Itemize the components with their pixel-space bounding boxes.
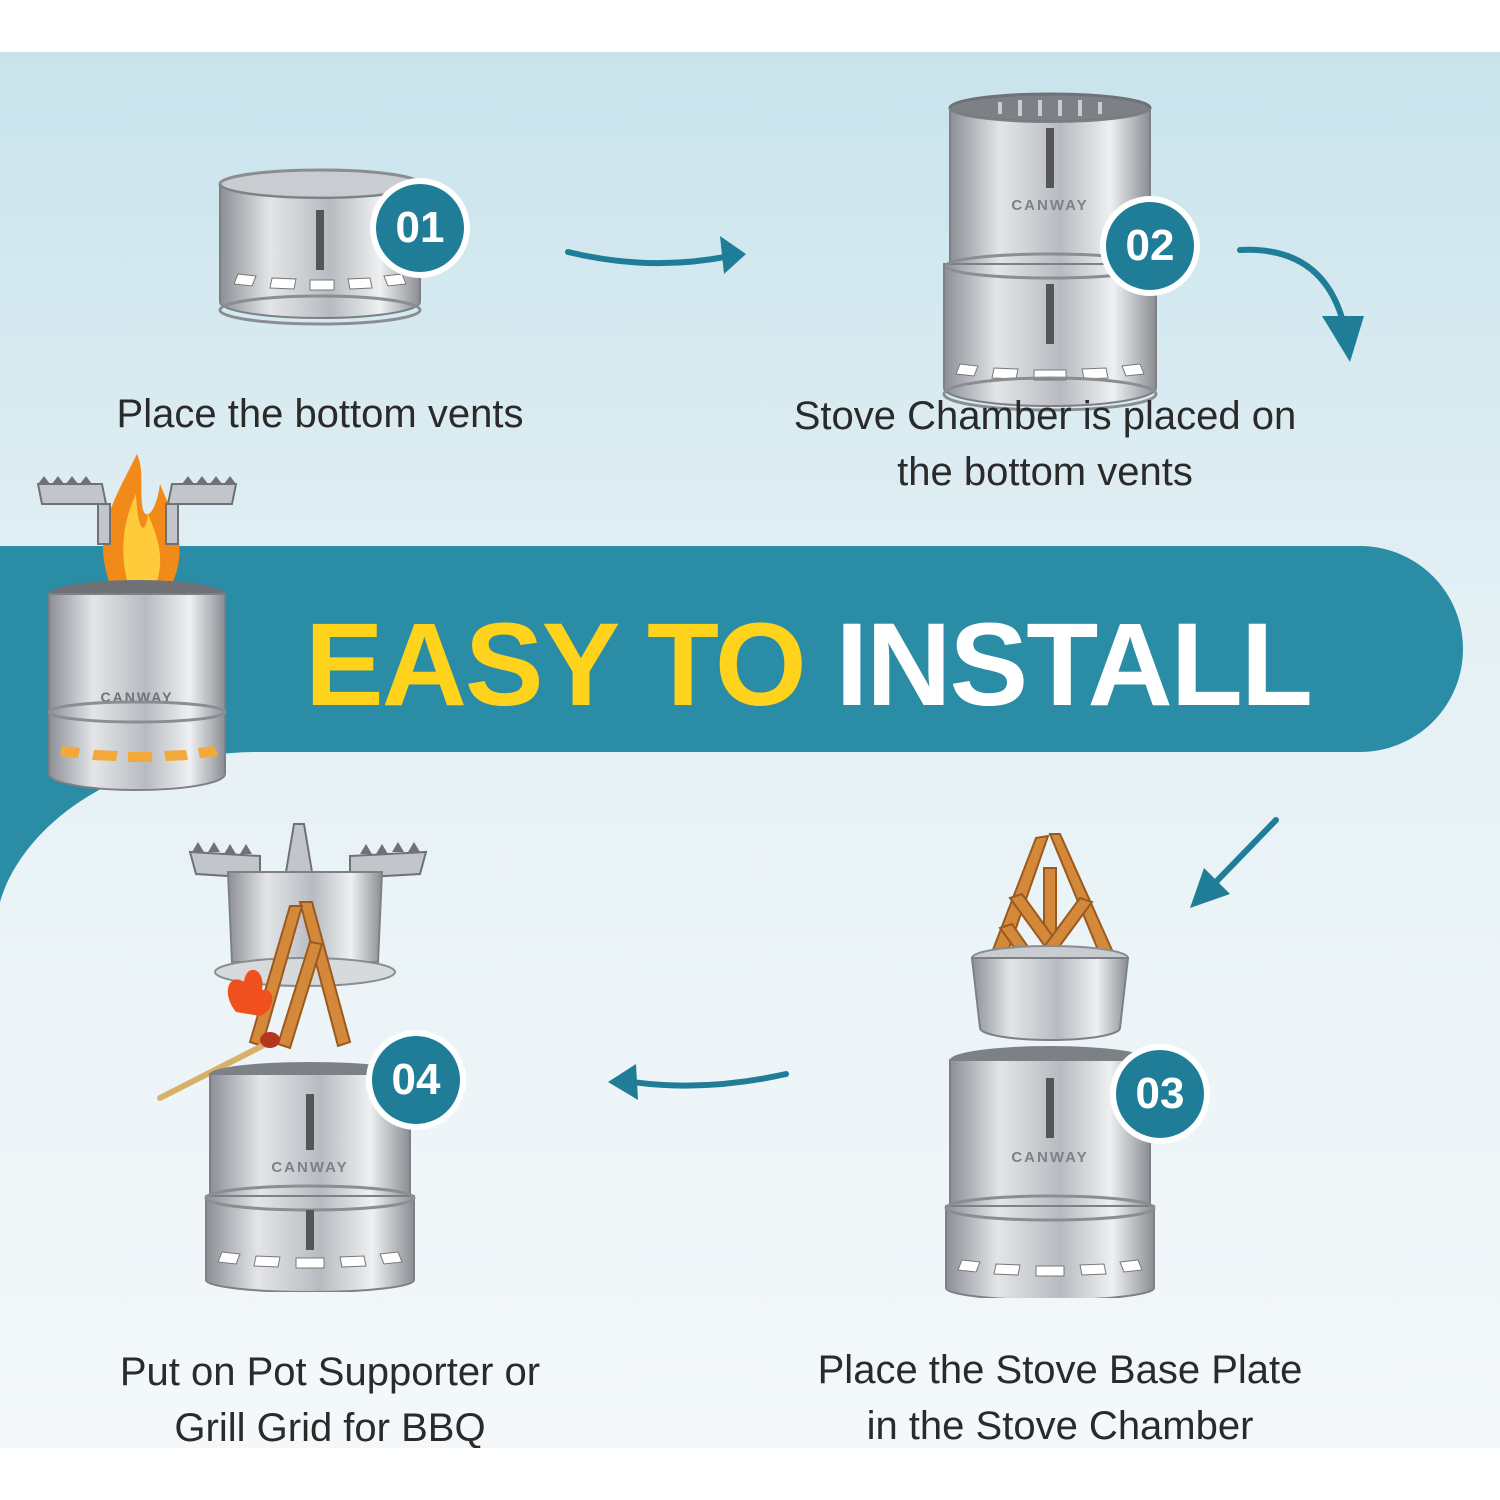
headline-easy-to: EASY TO — [305, 599, 807, 731]
step-04-caption: Put on Pot Supporter or Grill Grid for B… — [60, 1344, 600, 1448]
assembled-stove-image: CANWAY — [157, 823, 428, 1292]
step-02-badge: 02 — [1100, 196, 1200, 296]
step-01-caption-line-1: Place the bottom vents — [116, 392, 524, 436]
step-03-caption: Place the Stove Base Plate in the Stove … — [780, 1342, 1340, 1448]
arrow-left — [608, 1064, 789, 1100]
teal-banner — [0, 546, 1463, 902]
step-02-caption: Stove Chamber is placed on the bottom ve… — [760, 388, 1330, 500]
step-04-caption-line-1: Put on Pot Supporter or — [119, 1350, 541, 1394]
step-04-caption-line-2: Grill Grid for BBQ — [174, 1406, 486, 1448]
step-03-badge: 03 — [1110, 1044, 1210, 1144]
step-02-caption-line-1: Stove Chamber is placed on — [793, 394, 1297, 438]
arrow-curve-down — [1237, 246, 1364, 362]
arrow-down-left — [1190, 817, 1279, 908]
headline-install: INSTALL — [835, 599, 1313, 731]
step-01-caption: Place the bottom vents — [60, 386, 580, 442]
step-04-badge: 04 — [366, 1030, 466, 1130]
lit-stove-image: CANWAY — [36, 454, 238, 791]
step-04-brand-mark: CANWAY — [271, 1159, 348, 1176]
base-plate-with-wood-image: CANWAY — [944, 833, 1156, 1298]
infographic-canvas: EASY TO INSTALL 01 Place the bottom vent… — [0, 52, 1500, 1448]
arrow-right — [565, 236, 746, 274]
step-03-caption-line-2: in the Stove Chamber — [866, 1404, 1254, 1448]
stove-brand-mark: CANWAY — [1011, 197, 1088, 214]
step-01-badge: 01 — [370, 178, 470, 278]
step-03-brand-mark: CANWAY — [1011, 1149, 1088, 1166]
stove-chamber-image: CANWAY — [942, 92, 1158, 412]
step-03-caption-line-1: Place the Stove Base Plate — [817, 1348, 1303, 1392]
step-02-caption-line-2: the bottom vents — [897, 450, 1193, 494]
headline: EASY TO INSTALL — [305, 597, 1313, 733]
